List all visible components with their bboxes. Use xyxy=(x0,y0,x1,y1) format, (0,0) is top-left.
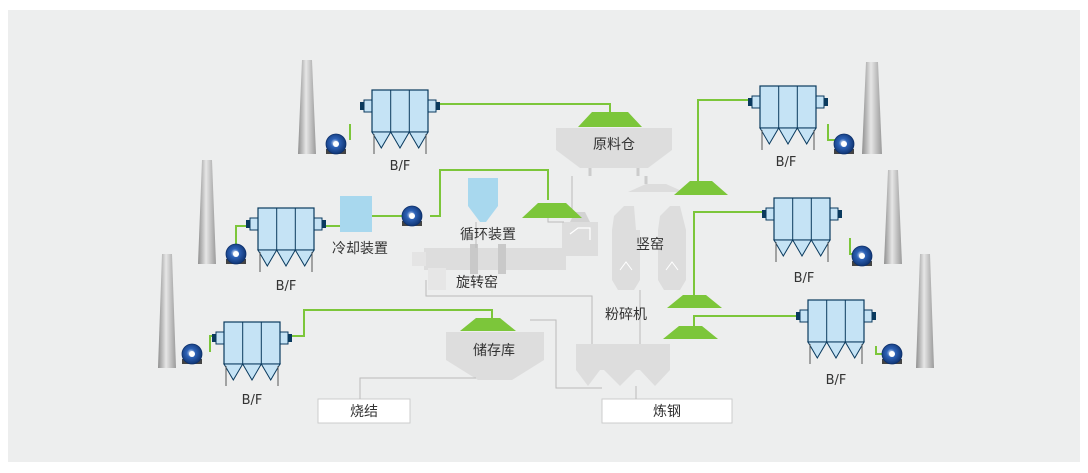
raw-material-silo xyxy=(556,128,672,168)
shaft-kiln-label: 竖窑 xyxy=(636,236,664,253)
hopper-icon xyxy=(663,326,718,339)
rotary-kiln xyxy=(412,244,566,290)
raw-silo-label: 原料仓 xyxy=(593,137,635,153)
bf-label-mid-right: B/F xyxy=(794,271,815,286)
bf-label-top-right: B/F xyxy=(776,155,797,170)
green-hoppers xyxy=(460,112,728,339)
fan-icon xyxy=(401,205,423,227)
fan-icon xyxy=(881,343,903,365)
bf-label-top-left: B/F xyxy=(390,159,411,174)
bf-label-bottom-left: B/F xyxy=(242,393,263,408)
cooling-label: 冷却装置 xyxy=(332,241,388,257)
circulation-hopper xyxy=(468,178,498,222)
gas-ducts xyxy=(209,99,884,355)
storage-silo xyxy=(446,332,544,380)
circulation-label: 循环装置 xyxy=(460,227,516,243)
fan-icon xyxy=(225,243,247,265)
sintering-label: 烧结 xyxy=(350,404,378,420)
rotary-kiln-label: 旋转窑 xyxy=(456,274,498,291)
hopper-icon xyxy=(460,318,516,331)
hopper-icon xyxy=(522,203,582,218)
chimneys xyxy=(158,60,934,368)
steelmaking-label: 炼钢 xyxy=(653,404,681,420)
steelmaking-box xyxy=(601,398,733,424)
hopper-icon xyxy=(578,112,642,127)
fan-icon xyxy=(833,133,855,155)
shaft-kiln xyxy=(612,176,686,290)
chimney-icon xyxy=(298,60,316,154)
fan-icon xyxy=(851,245,873,267)
sintering-box xyxy=(317,398,411,424)
chimney-icon xyxy=(158,254,176,368)
storage-label: 储存库 xyxy=(473,343,515,359)
process-flow-lines xyxy=(359,176,641,399)
bf-label-mid-left: B/F xyxy=(276,279,297,294)
cooling-device xyxy=(340,196,372,232)
bf-label-bottom-right: B/F xyxy=(826,373,847,388)
fan-icon xyxy=(181,343,203,365)
chimney-icon xyxy=(884,170,902,264)
hopper-icon xyxy=(674,181,728,195)
crusher xyxy=(576,344,670,386)
chimney-icon xyxy=(862,62,882,154)
hopper-icon xyxy=(667,295,722,308)
crusher-label: 粉碎机 xyxy=(605,307,647,323)
diagram-background xyxy=(8,10,1080,462)
chimney-icon xyxy=(198,160,216,264)
preheater-tower xyxy=(562,222,598,256)
chimney-icon xyxy=(916,254,934,368)
fan-icon xyxy=(325,133,347,155)
